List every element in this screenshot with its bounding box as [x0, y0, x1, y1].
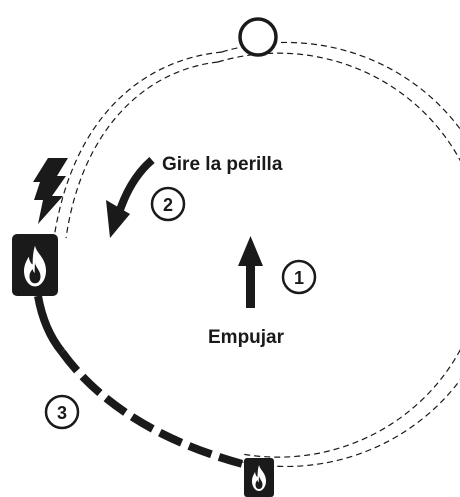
step-2-badge: 2	[150, 186, 186, 222]
dashed-ring-left	[53, 51, 223, 239]
turn-knob-label: Gire la perilla	[162, 154, 283, 175]
dashed-ring-inner	[217, 52, 460, 458]
low-flame-position	[244, 458, 274, 497]
dashed-ring-left-inner	[65, 61, 219, 239]
flame-arc-dashed	[58, 349, 252, 470]
flame-range-arc	[34, 295, 252, 470]
lightning-bolt-icon	[33, 158, 68, 224]
step-1-badge: 1	[281, 259, 317, 295]
step-1-number: 1	[294, 268, 304, 288]
curved-arrow-icon	[106, 156, 155, 238]
high-flame-position	[12, 234, 58, 296]
push-label: Empujar	[208, 327, 285, 348]
rotation-path	[53, 41, 460, 468]
step-3-number: 3	[57, 403, 67, 423]
step-2-number: 2	[163, 195, 173, 215]
step-3-badge: 3	[44, 394, 80, 430]
flame-arc-solid	[34, 295, 66, 355]
dashed-ring-outer	[221, 41, 460, 468]
off-position-icon	[238, 17, 278, 57]
arrow-up-icon	[238, 236, 263, 308]
